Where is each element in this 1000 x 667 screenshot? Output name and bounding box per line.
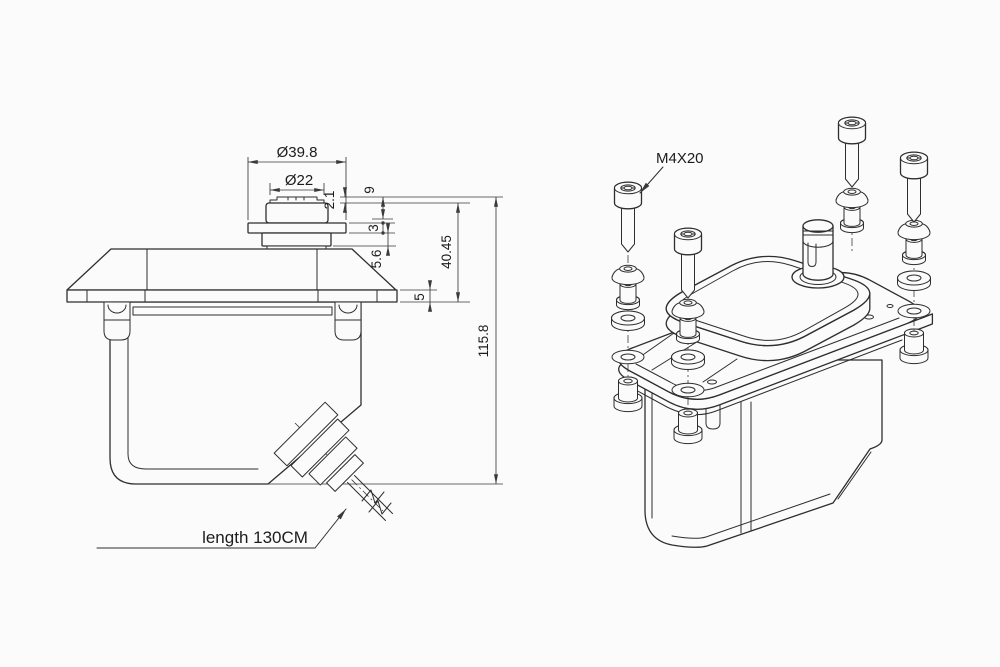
cable-length-label: length 130CM xyxy=(96,508,347,549)
dim-cap-body-height: 9 xyxy=(362,186,393,220)
cable-break-symbol xyxy=(361,489,392,515)
lower-bushing-2 xyxy=(673,408,703,445)
flange-hole-east xyxy=(897,303,931,319)
washer-4 xyxy=(897,270,931,291)
dim-neck-height: 5.6 xyxy=(333,223,396,269)
housing-cover xyxy=(66,248,397,291)
flange-hole-south xyxy=(671,382,705,398)
flange-hole-front xyxy=(611,349,645,365)
grommet-4 xyxy=(897,219,931,241)
dim-overall-height: 115.8 xyxy=(476,197,499,484)
grommet-3 xyxy=(835,187,869,209)
cable-length-text: length 130CM xyxy=(202,528,308,547)
dim-text-flange: 5 xyxy=(412,293,427,301)
flange-pilot-hole-1 xyxy=(707,379,717,385)
dim-upper-section-height: 40.45 xyxy=(400,203,470,303)
mounting-flange-side xyxy=(66,289,398,303)
shaft-d-slot xyxy=(807,242,817,267)
gasket-band xyxy=(132,306,333,316)
shaft-cap xyxy=(247,196,347,250)
output-shaft xyxy=(791,219,845,289)
grommet-1 xyxy=(611,264,645,286)
dim-text-cap-body: 9 xyxy=(362,186,377,194)
latch-clip-left xyxy=(103,301,131,341)
screw-spec-text: M4X20 xyxy=(656,150,704,167)
cable-gland xyxy=(273,401,393,521)
washer-1 xyxy=(611,310,645,331)
dim-flange-thickness: 5 xyxy=(400,280,437,312)
washer-2 xyxy=(671,349,705,370)
dim-cap-top-diameter: Ø22 xyxy=(269,172,325,195)
dim-text-neck: 5.6 xyxy=(369,250,384,269)
exploded-view: M4X20 xyxy=(611,116,934,548)
screw-3 xyxy=(837,116,867,188)
dim-text-plate: 3 xyxy=(366,224,381,232)
flange-pilot-hole-3 xyxy=(886,304,894,308)
dim-text-cap-outer: Ø39.8 xyxy=(277,144,318,161)
dim-text-cap-top: Ø22 xyxy=(285,172,313,189)
latch-clip-right xyxy=(334,301,362,341)
dim-text-overall: 115.8 xyxy=(476,325,491,358)
dim-text-upper: 40.45 xyxy=(439,235,454,269)
motor-body-side xyxy=(109,301,362,485)
side-view: Ø39.8 Ø22 2.1 9 3 xyxy=(66,144,503,549)
lower-bushing-1 xyxy=(613,376,643,413)
screw-1 xyxy=(613,181,643,253)
screw-4 xyxy=(899,151,929,223)
dim-cap-lip-height: 2.1 xyxy=(322,187,503,213)
screw-spec-label: M4X20 xyxy=(639,150,704,194)
lower-bushing-3 xyxy=(899,328,929,365)
dim-text-cap-lip: 2.1 xyxy=(322,191,337,210)
dim-base-plate-thickness: 3 xyxy=(349,221,395,235)
cable-lines xyxy=(347,475,393,521)
